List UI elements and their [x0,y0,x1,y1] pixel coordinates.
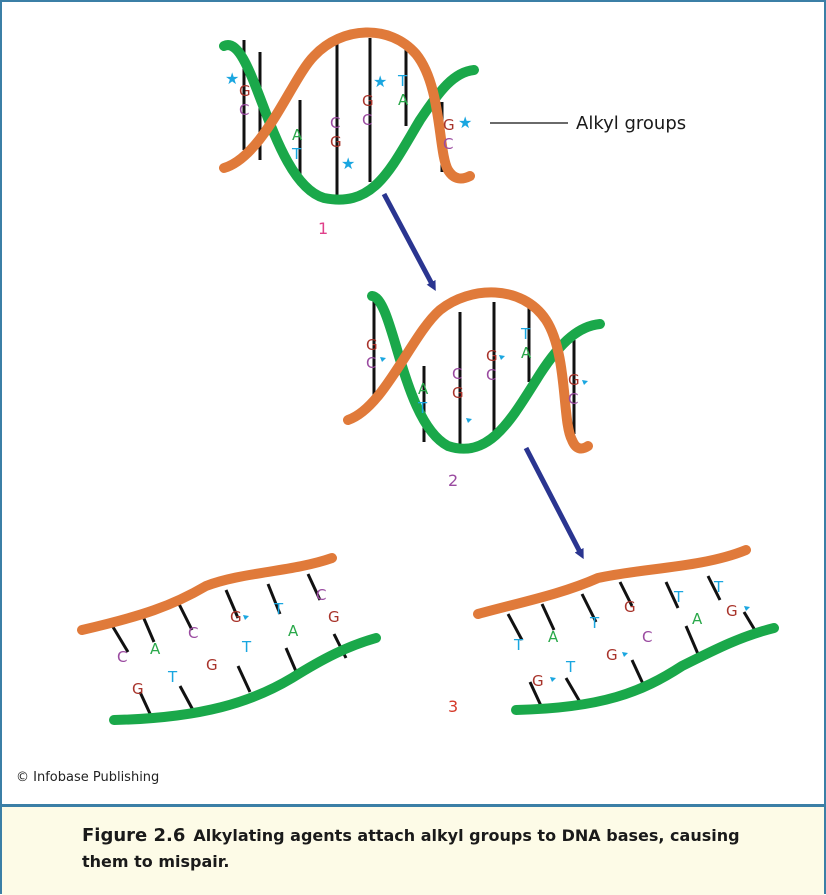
base-C: C [362,111,372,129]
base-G: G [328,608,340,626]
alkyl-mark-icon [243,615,249,620]
base-A: A [292,126,303,144]
base-G: G [568,371,580,389]
ladder-right-rungs [506,575,758,709]
base-A: A [150,640,161,658]
base-T: T [273,600,284,618]
arrow-1-to-2 [381,192,436,292]
base-G: G [206,656,218,674]
base-C: C [452,365,462,383]
helix-2-orange-strand [343,287,593,454]
base-T: T [520,325,531,343]
base-G: G [726,602,738,620]
helix-1-bases: G C A T C G G C T A G C [239,72,455,163]
ladder-right: T A T G T T G G T G C A 3 [448,545,779,716]
base-A: A [692,610,703,628]
helix-1-alkyl-groups: ★ ★ ★ ★ [225,69,472,173]
base-C: C [117,648,127,666]
base-A: A [288,622,299,640]
caption-body: Alkylating agents attach alkyl groups to… [82,826,740,871]
alkyl-star-icon: ★ [341,154,355,173]
ladder-left-bases: C A C G T C G T G T A G [117,586,340,698]
base-C: C [642,628,652,646]
base-G: G [452,384,464,402]
base-T: T [673,588,684,606]
base-C: C [188,624,198,642]
base-C: C [486,366,496,384]
base-G: G [230,608,242,626]
base-G: G [606,646,618,664]
ladder-left-orange-strand [77,553,337,635]
base-G: G [624,598,636,616]
helix-2: G C A T C G G C T A G C 2 [343,287,605,490]
alkyl-mark-icon [744,606,750,611]
base-G: G [362,92,374,110]
base-T: T [713,578,724,596]
arrow-2-to-3 [523,446,584,560]
base-T: T [291,145,302,163]
alkyl-mark-icon [499,355,505,360]
base-A: A [521,344,532,362]
helix-1-orange-strand [219,27,475,184]
helix-1: G C A T C G G C T A G C ★ ★ ★ ★ [219,27,686,238]
alkyl-mark-icon [622,652,628,657]
step-1-label: 1 [318,219,328,238]
base-G: G [330,133,342,151]
base-T: T [417,399,428,417]
ladder-right-alkyl-groups [550,606,750,682]
base-G: G [239,82,251,100]
base-A: A [548,628,559,646]
step-3-label: 3 [448,697,458,716]
helix-2-green-strand [367,291,605,454]
base-A: A [398,91,409,109]
base-C: C [443,135,453,153]
base-T: T [241,638,252,656]
alkyl-mark-icon [466,418,472,423]
alkyl-mark-icon [380,357,386,362]
base-A: A [418,380,429,398]
figure-label: Figure 2.6 [82,825,186,846]
helix-2-rungs [372,300,576,446]
base-G: G [443,116,455,134]
ladder-left-rungs [108,573,348,719]
alkyl-groups-label: Alkyl groups [576,113,686,134]
ladder-left-green-strand [109,633,381,725]
helix-2-bases: G C A T C G G C T A G C [366,325,580,417]
step-2-label: 2 [448,471,458,490]
base-C: C [316,586,326,604]
base-G: G [132,680,144,698]
alkyl-mark-icon [550,677,556,682]
ladder-left: C A C G T C G T G T A G [77,553,381,725]
base-T: T [397,72,408,90]
base-C: C [239,101,249,119]
base-C: C [568,390,578,408]
ladder-right-bases: T A T G T T G G T G C A [513,578,738,690]
ladder-right-orange-strand [473,545,751,619]
alkyl-star-icon: ★ [373,72,387,91]
base-T: T [589,614,600,632]
alkyl-mark-icon [582,380,588,385]
base-G: G [486,347,498,365]
base-C: C [366,354,376,372]
base-C: C [330,114,340,132]
helix-2-alkyl-groups [380,355,588,423]
base-T: T [565,658,576,676]
copyright-notice: © Infobase Publishing [16,770,160,785]
base-G: G [366,336,378,354]
alkyl-star-icon: ★ [458,113,472,132]
base-T: T [167,668,178,686]
alkyl-star-icon: ★ [225,69,239,88]
base-G: G [532,672,544,690]
base-T: T [513,636,524,654]
alkylation-diagram: G C A T C G G C T A G C ★ ★ ★ ★ [77,27,779,725]
ladder-right-green-strand [511,623,779,715]
